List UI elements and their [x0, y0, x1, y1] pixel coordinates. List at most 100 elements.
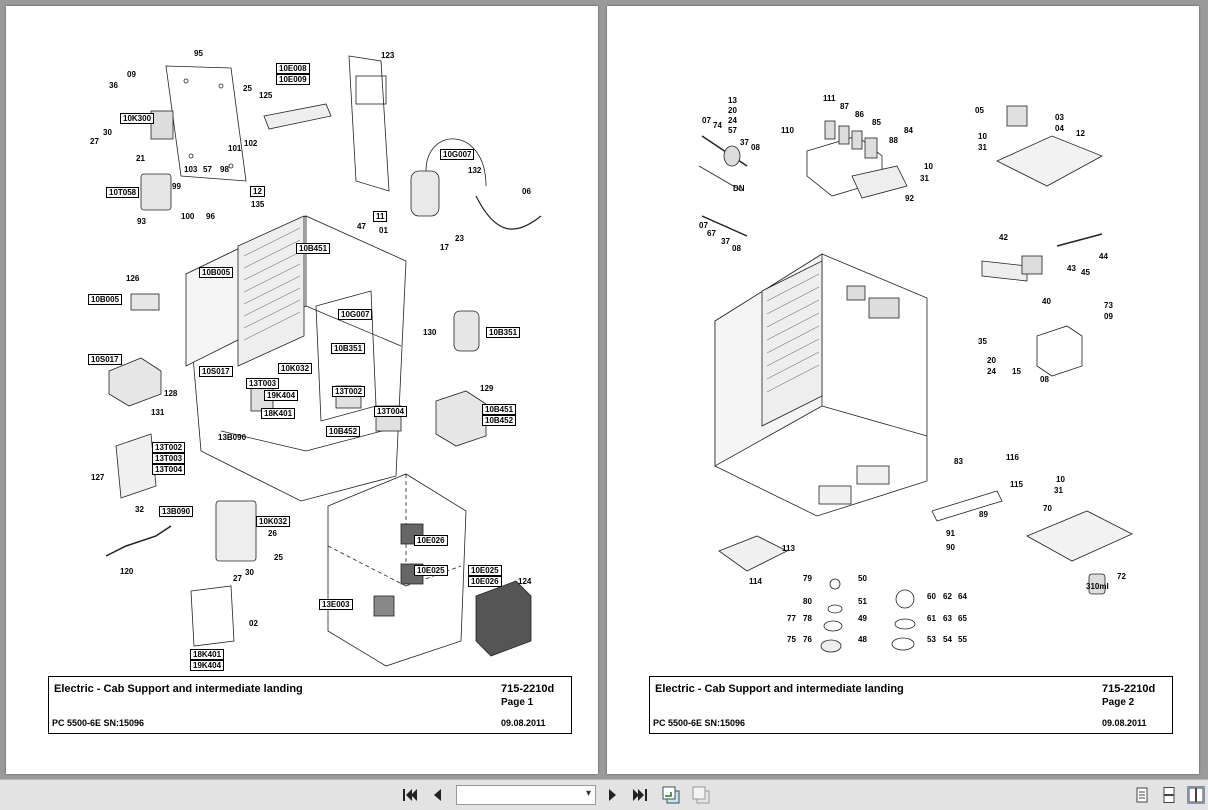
part-label: 99 [172, 182, 181, 191]
document-number: 715-2210d [1102, 683, 1156, 695]
page-number: Page 1 [501, 697, 534, 708]
part-label: 103 [184, 165, 198, 174]
part-label: 45 [1081, 268, 1090, 277]
part-label: 10 [978, 132, 987, 141]
part-label: 06 [522, 187, 531, 196]
part-label-boxed: 10E025 [468, 565, 502, 576]
part-label: 114 [749, 577, 762, 586]
part-label: 87 [840, 102, 849, 111]
part-label: 91 [946, 529, 955, 538]
part-label: 24 [987, 367, 996, 376]
part-label: 23 [455, 234, 464, 243]
part-label-boxed: 10T058 [106, 187, 140, 198]
page-number: Page 2 [1102, 697, 1135, 708]
part-label: 125 [259, 91, 273, 100]
part-label: 01 [379, 226, 388, 235]
part-label: 20 [728, 106, 737, 115]
first-page-button[interactable] [400, 785, 420, 805]
part-label: 61 [927, 614, 936, 623]
part-label: 128 [164, 389, 178, 398]
drawing-title: Electric - Cab Support and intermediate … [655, 683, 904, 695]
part-label: 31 [920, 174, 929, 183]
part-label: 110 [781, 126, 794, 135]
part-label: 31 [1054, 486, 1063, 495]
machine-model: PC 5500-6E SN:15096 [653, 718, 746, 728]
part-label: 72 [1117, 572, 1126, 581]
next-page-button[interactable] [604, 785, 622, 805]
part-label: 135 [251, 200, 265, 209]
part-label: 48 [858, 635, 867, 644]
document-page-1: 95 09 36 25 10E008 10E009 123 125 10K300… [6, 6, 598, 774]
part-label: 54 [943, 635, 952, 644]
part-label: 74 [713, 121, 722, 130]
part-label-boxed: 10E026 [414, 535, 448, 546]
part-label: 08 [751, 143, 760, 152]
part-label-boxed: 13T004 [374, 406, 408, 417]
part-label-boxed: 10S017 [88, 354, 122, 365]
part-label: 44 [1099, 252, 1108, 261]
part-label: 40 [1042, 297, 1051, 306]
part-label: 83 [954, 457, 963, 466]
first-page-icon [403, 789, 417, 801]
part-label: 37 [721, 237, 730, 246]
forward-view-button[interactable] [690, 785, 712, 805]
part-label: 62 [943, 592, 952, 601]
part-label: 116 [1006, 453, 1019, 462]
part-label: 84 [904, 126, 913, 135]
part-label: 42 [999, 233, 1008, 242]
facing-pages-view-icon [1188, 787, 1204, 803]
part-label-boxed: 10B005 [199, 267, 234, 278]
document-page-2: 13 20 24 57 07 74 37 08 DN 111 87 86 85 … [607, 6, 1199, 774]
part-label: 102 [244, 139, 258, 148]
part-label: 27 [90, 137, 99, 146]
part-label: 63 [943, 614, 952, 623]
part-label: 20 [987, 356, 996, 365]
part-label: 76 [803, 635, 812, 644]
part-label: 13 [728, 96, 737, 105]
part-label-boxed: 18K401 [261, 408, 296, 419]
forward-view-icon [692, 786, 710, 804]
part-label-boxed: 10E025 [414, 565, 448, 576]
part-label: 93 [137, 217, 146, 226]
continuous-view-icon [1163, 787, 1175, 803]
part-label-boxed: 10E026 [468, 576, 502, 587]
machine-model: PC 5500-6E SN:15096 [52, 718, 145, 728]
part-label: 12 [1076, 129, 1085, 138]
part-label-boxed: 13T002 [332, 386, 366, 397]
document-date: 09.08.2011 [1102, 718, 1147, 728]
part-label: 26 [268, 529, 277, 538]
part-label: 07 [699, 221, 708, 230]
part-label: 115 [1010, 480, 1023, 489]
part-label-boxed: 13T003 [152, 453, 186, 464]
facing-pages-view-button[interactable] [1187, 786, 1205, 804]
part-label: 310ml [1086, 582, 1109, 591]
continuous-view-button[interactable] [1160, 786, 1178, 804]
part-label-boxed: 18K401 [190, 649, 225, 660]
single-page-view-button[interactable] [1133, 786, 1151, 804]
part-label: 67 [707, 229, 716, 238]
part-label: 95 [194, 49, 203, 58]
last-page-button[interactable] [630, 785, 650, 805]
part-label: 57 [203, 165, 212, 174]
part-label: 21 [136, 154, 145, 163]
back-view-button[interactable] [660, 785, 682, 805]
part-label: 27 [233, 574, 242, 583]
previous-page-button[interactable] [428, 785, 446, 805]
part-label-boxed: 10B452 [482, 415, 517, 426]
back-view-icon [662, 786, 680, 804]
part-label-boxed: 19K404 [190, 660, 225, 671]
part-label: 90 [946, 543, 955, 552]
part-label: 57 [728, 126, 737, 135]
part-label: 17 [440, 243, 449, 252]
part-label: 32 [135, 505, 144, 514]
part-label: 30 [245, 568, 254, 577]
page-selector[interactable]: ▾ [456, 785, 596, 805]
part-label: 75 [787, 635, 796, 644]
part-label: 78 [803, 614, 812, 623]
part-label: 08 [732, 244, 741, 253]
part-label: 55 [958, 635, 967, 644]
part-label: 132 [468, 166, 482, 175]
part-label-boxed: 12 [250, 186, 265, 197]
part-label: 120 [120, 567, 134, 576]
part-label-boxed: 10G007 [440, 149, 475, 160]
